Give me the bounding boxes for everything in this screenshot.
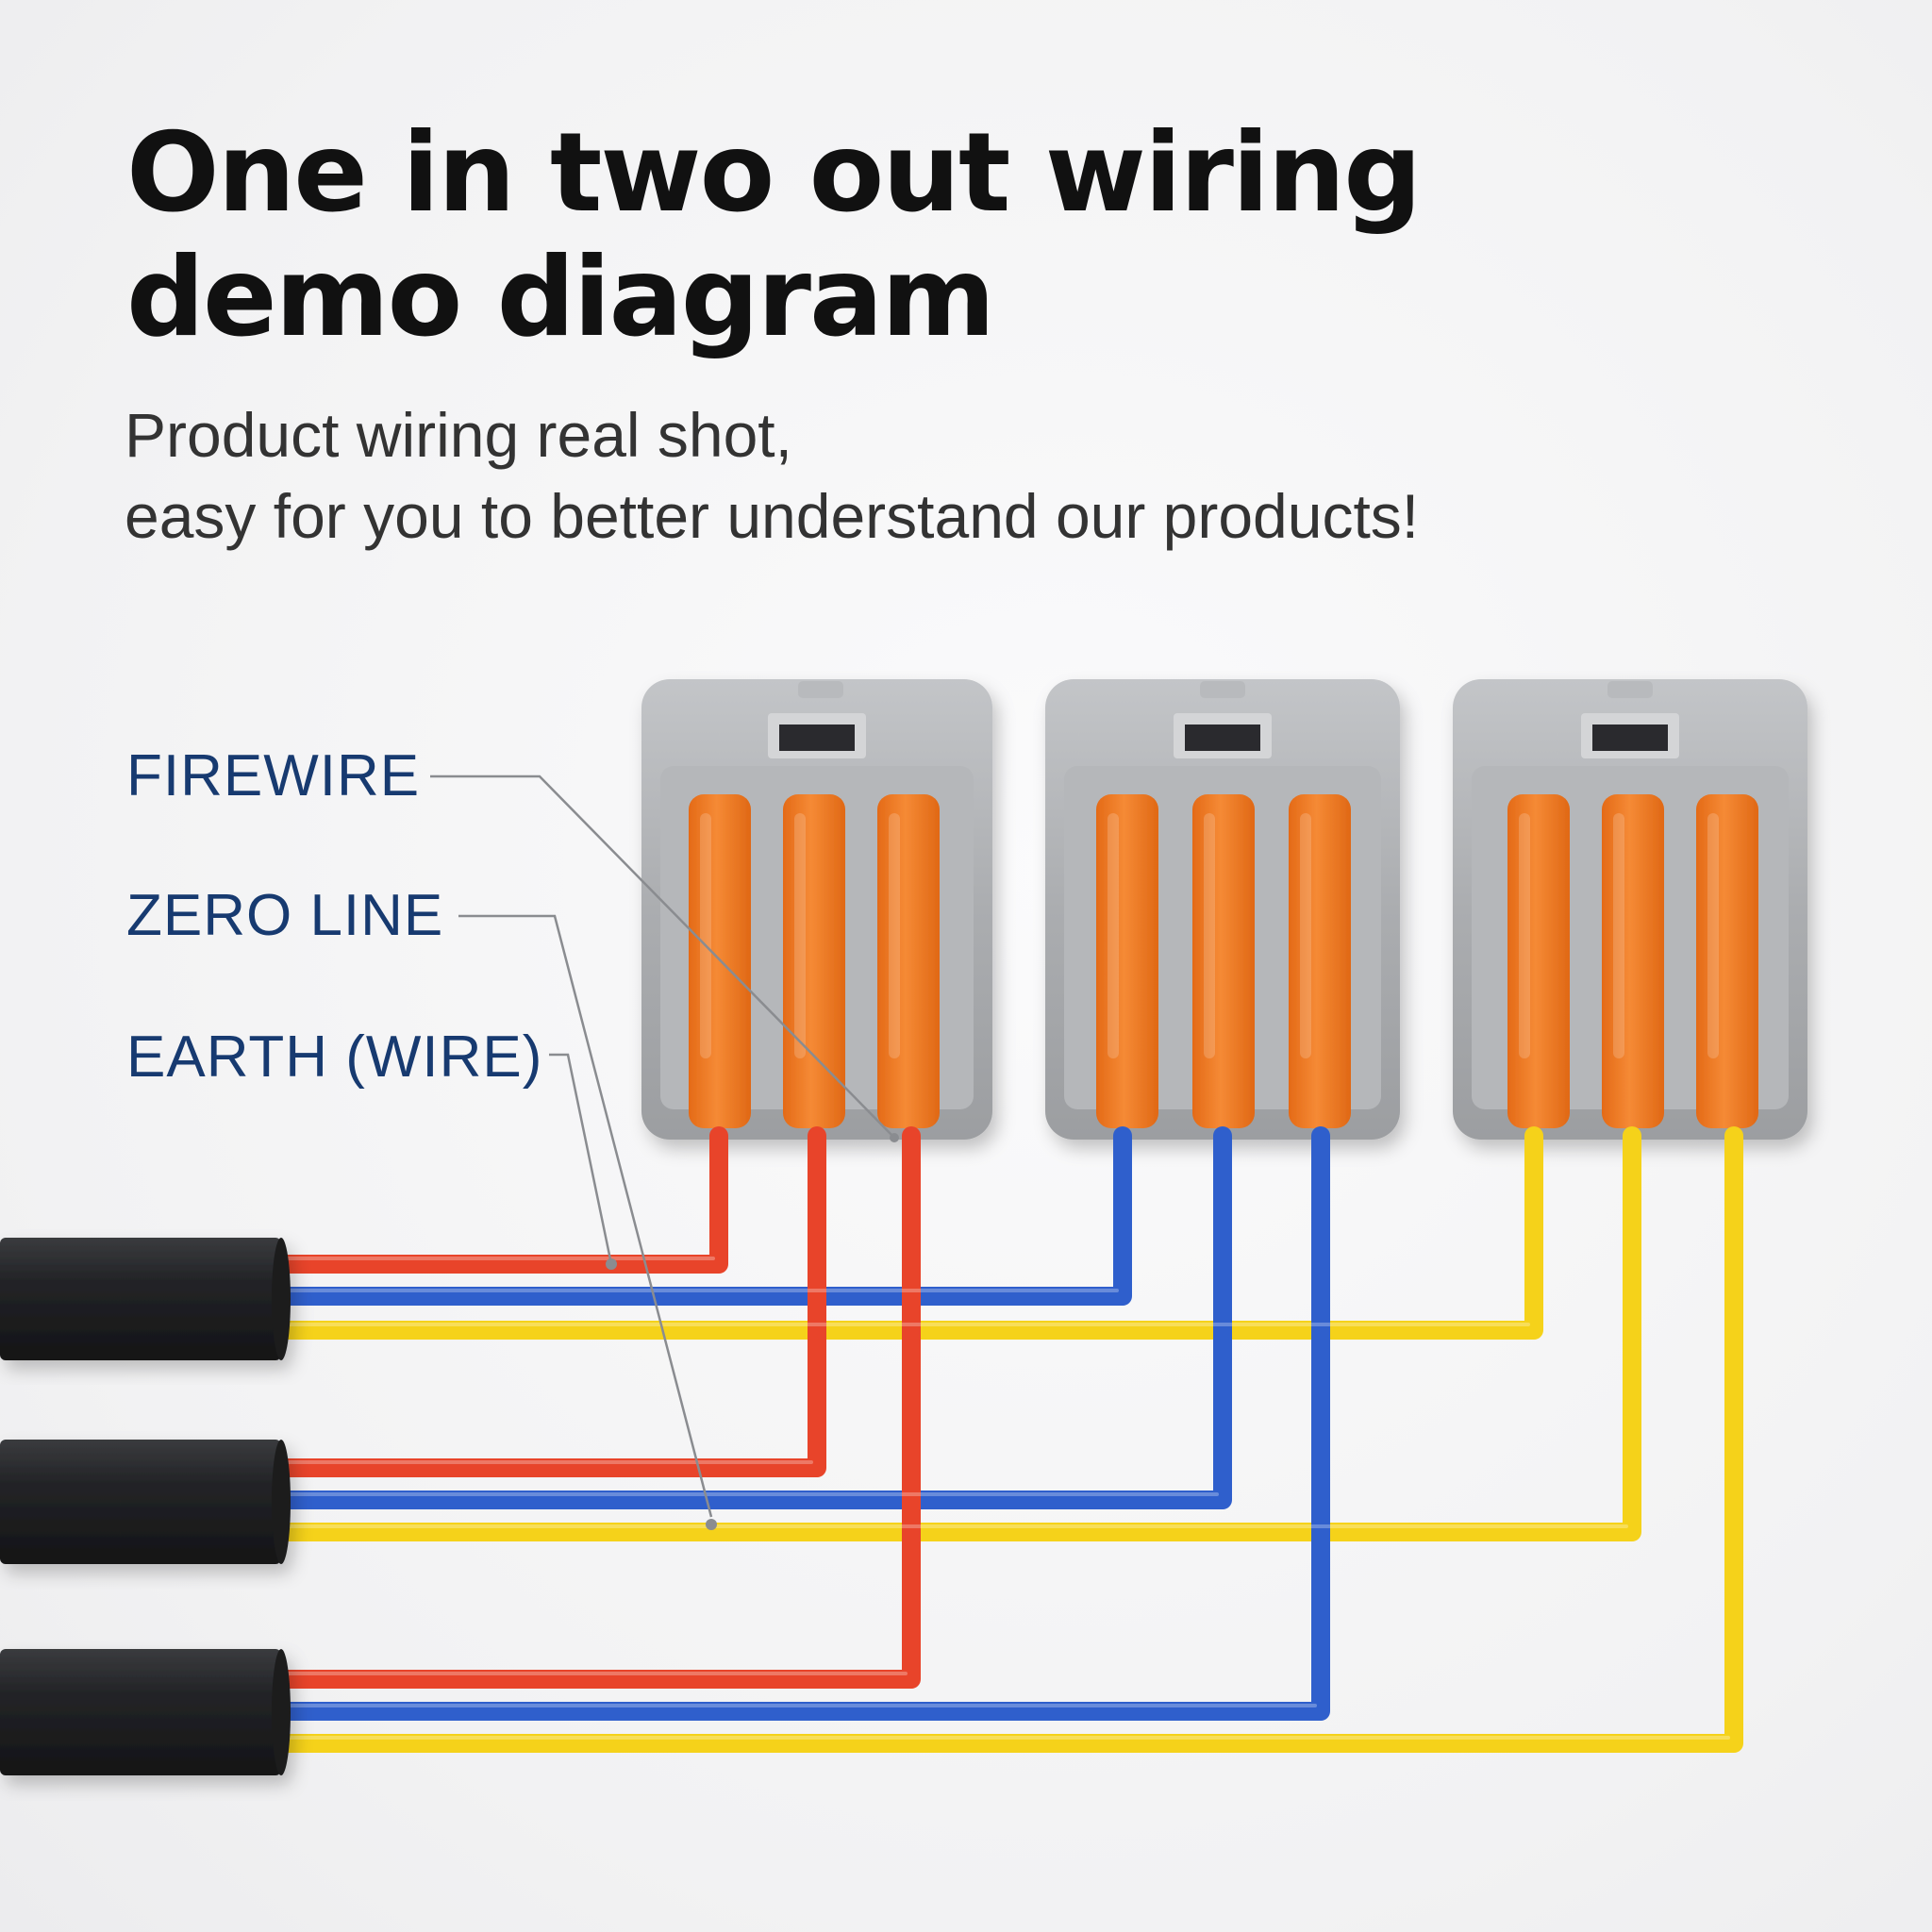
connectors bbox=[641, 679, 1807, 1140]
wire-zero-line bbox=[274, 1126, 1232, 1509]
wires bbox=[274, 1126, 1743, 1753]
lever-1[interactable] bbox=[1096, 794, 1158, 1128]
lever-1[interactable] bbox=[1507, 794, 1570, 1128]
wire-earth bbox=[274, 1126, 1743, 1753]
page-title: One in two out wiring demo diagram bbox=[126, 109, 1422, 361]
lever-highlight bbox=[1519, 813, 1530, 1058]
leader-dot-zero-line bbox=[706, 1519, 717, 1530]
cable-end bbox=[272, 1649, 291, 1775]
cable-output-2 bbox=[0, 1649, 291, 1775]
legend-label-earth: EARTH (WIRE) bbox=[126, 1024, 543, 1090]
cable-input bbox=[0, 1238, 291, 1360]
lever-highlight bbox=[1108, 813, 1119, 1058]
lever-3[interactable] bbox=[1696, 794, 1758, 1128]
connector-earth[interactable] bbox=[1453, 679, 1807, 1140]
leader-line-firewire bbox=[430, 774, 895, 1139]
page-title-line-2: demo diagram bbox=[126, 234, 995, 361]
legend-label-zero-line: ZERO LINE bbox=[126, 883, 444, 948]
leader-dot-firewire bbox=[890, 1133, 899, 1142]
page-title-line-1: One in two out wiring bbox=[126, 109, 1422, 237]
wire-zero-line bbox=[274, 1126, 1132, 1306]
cable-jacket bbox=[0, 1649, 281, 1775]
wire-firewire bbox=[274, 1126, 826, 1477]
cable-end bbox=[272, 1238, 291, 1360]
lever-2[interactable] bbox=[1602, 794, 1664, 1128]
lever-highlight bbox=[1204, 813, 1215, 1058]
connector-test-slot-hole bbox=[779, 724, 855, 751]
lever-highlight bbox=[889, 813, 900, 1058]
cable-end bbox=[272, 1440, 291, 1564]
lever-3[interactable] bbox=[877, 794, 940, 1128]
lever-highlight bbox=[1300, 813, 1311, 1058]
lever-highlight bbox=[1707, 813, 1719, 1058]
connector-top-tab bbox=[798, 681, 843, 698]
wire-earth bbox=[274, 1126, 1641, 1541]
cable-output-1 bbox=[0, 1440, 291, 1564]
leader-line-zero-line bbox=[458, 914, 713, 1518]
lever-3[interactable] bbox=[1289, 794, 1351, 1128]
cables bbox=[0, 1238, 291, 1775]
page-subtitle: Product wiring real shot, easy for you t… bbox=[125, 394, 1419, 557]
cable-jacket bbox=[0, 1440, 281, 1564]
cable-jacket bbox=[0, 1238, 281, 1360]
connector-test-slot-hole bbox=[1592, 724, 1668, 751]
wire-sheen bbox=[281, 1257, 1730, 1740]
wire-firewire bbox=[274, 1126, 921, 1689]
leader-dot-earth bbox=[606, 1258, 617, 1270]
lever-highlight bbox=[794, 813, 806, 1058]
lever-highlight bbox=[700, 813, 711, 1058]
page-subtitle-line-1: Product wiring real shot, bbox=[125, 400, 792, 470]
legend-label-firewire: FIREWIRE bbox=[126, 743, 421, 808]
connector-firewire[interactable] bbox=[641, 679, 992, 1140]
leader-dots bbox=[606, 1133, 899, 1530]
lever-highlight bbox=[1613, 813, 1624, 1058]
connector-test-slot-hole bbox=[1185, 724, 1260, 751]
connector-top-tab bbox=[1200, 681, 1245, 698]
wire-zero-line bbox=[274, 1126, 1330, 1721]
page-subtitle-line-2: easy for you to better understand our pr… bbox=[125, 481, 1420, 551]
wire-earth bbox=[274, 1126, 1543, 1340]
connector-zero-line[interactable] bbox=[1045, 679, 1400, 1140]
lever-2[interactable] bbox=[1192, 794, 1255, 1128]
leader-line-earth bbox=[549, 1053, 613, 1265]
wire-firewire bbox=[274, 1126, 728, 1274]
leader-lines bbox=[430, 774, 895, 1518]
connector-top-tab bbox=[1607, 681, 1653, 698]
